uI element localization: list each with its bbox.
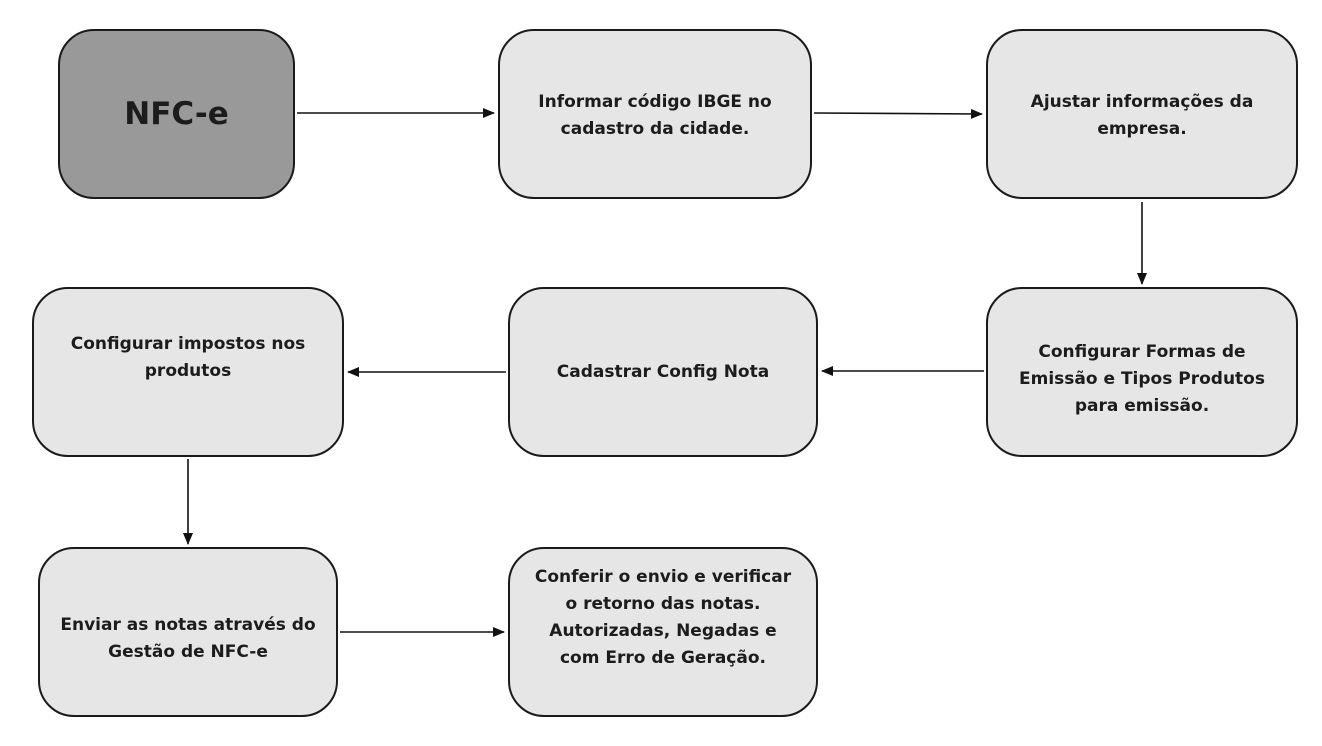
node-configurar-formas-label: Configurar Formas de Emissão e Tipos Pro… <box>1019 341 1265 416</box>
node-informar-ibge-label: Informar código IBGE no cadastro da cida… <box>538 92 772 139</box>
node-enviar-notas: Enviar as notas através do Gestão de NFC… <box>38 547 338 717</box>
node-enviar-notas-label: Enviar as notas através do Gestão de NFC… <box>60 615 316 662</box>
edge-ibge-to-empresa <box>813 108 983 119</box>
node-informar-ibge: Informar código IBGE no cadastro da cida… <box>498 29 812 199</box>
node-conferir-envio-label: Conferir o envio e verificar o retorno d… <box>534 567 792 668</box>
node-configurar-impostos: Configurar impostos nos produtos <box>32 287 344 457</box>
node-ajustar-empresa-label: Ajustar informações da empresa. <box>1030 92 1254 139</box>
node-nfce-start: NFC-e <box>58 29 295 199</box>
node-cadastrar-config-nota: Cadastrar Config Nota <box>508 287 818 457</box>
node-conferir-envio: Conferir o envio e verificar o retorno d… <box>508 547 818 717</box>
node-configurar-formas: Configurar Formas de Emissão e Tipos Pro… <box>986 287 1298 457</box>
node-nfce-label: NFC-e <box>124 96 229 132</box>
node-cadastrar-config-nota-label: Cadastrar Config Nota <box>556 361 770 382</box>
node-ajustar-empresa: Ajustar informações da empresa. <box>986 29 1298 199</box>
node-configurar-impostos-label: Configurar impostos nos produtos <box>70 334 306 381</box>
